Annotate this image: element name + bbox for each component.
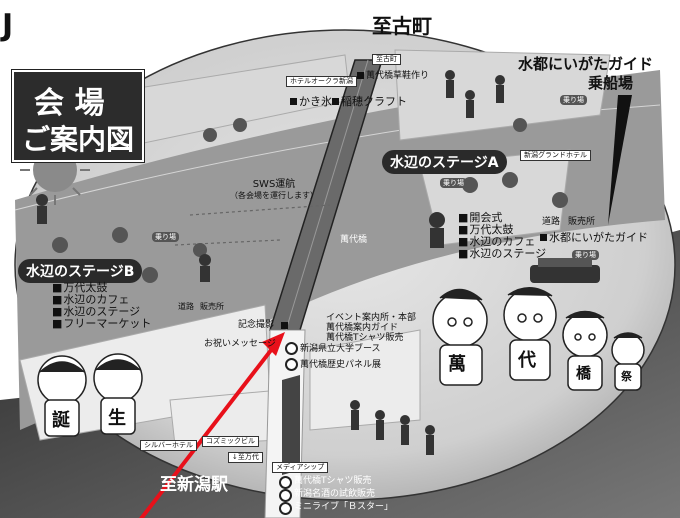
north-direction: 至古町 [372, 14, 432, 38]
title-box: 会 場 ご案内図 [11, 69, 145, 163]
pier-guide: 乗り場 [572, 250, 599, 260]
south-direction: 至新潟駅 [160, 475, 228, 495]
media-ship-building [282, 375, 300, 475]
stage-b-item: 水辺のステージ [52, 306, 151, 318]
ferry-pointer [608, 95, 632, 225]
stage-a-item: 水辺のカフェ [458, 236, 546, 248]
tshirt-info-label: 萬代橋Tシャツ販売 [326, 333, 404, 343]
mini-live-label: ミニライブ「Ｂスター」 [294, 502, 394, 512]
sws-line2: （各会場を運行します） [230, 191, 318, 200]
title-line1: 会 場 [34, 86, 105, 121]
pier-top: 乗り場 [560, 95, 587, 105]
pier-a: 乗り場 [440, 178, 467, 188]
left-bracket: J [2, 8, 14, 43]
grand-hotel-label: 新潟グランドホテル [520, 150, 591, 161]
kids-characters [432, 287, 645, 391]
trees [52, 118, 568, 283]
kid-char-4: 祭 [621, 370, 632, 383]
stage-b-item: フリーマーケット [52, 318, 151, 330]
cosmic-bldg-label: コズミックビル [202, 436, 259, 447]
bandai-straw-label: 萬代橋草鞋作り [366, 71, 430, 81]
boat [530, 265, 600, 283]
title-line2: ご案内図 [22, 123, 135, 156]
bridge-label: 萬代橋 [340, 235, 368, 245]
silver-hotel-label: シルバーホテル [140, 440, 197, 451]
birthday-char-2: 生 [108, 408, 126, 429]
sws-line1: SWS運航 [252, 179, 296, 190]
guide-info-label: 萬代橋案内ガイド [326, 323, 399, 333]
kid-char-2: 代 [518, 350, 536, 371]
tshirt2-label: 萬代橋Tシャツ販売 [294, 476, 372, 486]
meisan-label: 新潟名酒の試飲販売 [294, 489, 376, 499]
stage-b-list: 万代太鼓 水辺のカフェ 水辺のステージ フリーマーケット [52, 282, 151, 330]
univ-booth-label: 新潟県立大学ブース [300, 344, 381, 354]
pier-left: 乗り場 [152, 232, 179, 242]
hotel-okura-label: ホテルオークラ新潟 [286, 76, 357, 87]
stage-a-list: 開会式 万代太鼓 水辺のカフェ 水辺のステージ [458, 212, 546, 260]
ferry-line2: 乗船場 [588, 74, 634, 92]
inagi-craft-label: 稲穂クラフト [341, 95, 407, 108]
stage-b-item: 万代太鼓 [52, 282, 151, 294]
road-label-left: 道路 [178, 302, 194, 311]
birthday-char-1: 誕 [52, 410, 70, 431]
kid-char-3: 橋 [576, 364, 592, 382]
event-center-label: イベント案内所・本部 [326, 313, 417, 323]
road-label-right: 道路 [542, 217, 561, 227]
sws-label: SWS運航 （各会場を運行します） [230, 175, 318, 201]
oiwai-label: お祝いメッセージ [204, 339, 276, 349]
stage-b-item: 水辺のカフェ [52, 294, 151, 306]
people [36, 70, 505, 455]
stage-b-title: 水辺のステージB [18, 259, 143, 283]
kakigori-label: かき氷 [299, 95, 332, 108]
birthday-characters [37, 353, 143, 437]
ferry-label: 水都にいがたガイド 乗船場 [518, 55, 653, 93]
to-furumachi-sign: 至古町 [372, 54, 401, 65]
ferry-line1: 水都にいがたガイド [518, 55, 654, 73]
kinen-label: 記念撮影 [238, 320, 275, 330]
stage-a-item: 万代太鼓 [458, 224, 546, 236]
stage-a-item: 開会式 [458, 212, 546, 224]
history-panel-label: 萬代橋歴史パネル展 [300, 360, 382, 370]
kid-char-1: 萬 [448, 354, 466, 375]
to-bandai-sign: ↓至万代 [228, 452, 263, 463]
media-ship-label: メディアシップ [272, 462, 329, 473]
sales-label-right: 販売所 [568, 217, 596, 227]
stage-a-item: 水辺のステージ [458, 248, 546, 260]
sws-route [174, 204, 331, 246]
stage-a-title: 水辺のステージA [382, 150, 507, 174]
guide-label: 水都にいがたガイド [549, 231, 648, 244]
sales-label-left: 販売所 [200, 302, 224, 311]
blocks-south [19, 304, 421, 446]
red-arrow [139, 343, 277, 518]
